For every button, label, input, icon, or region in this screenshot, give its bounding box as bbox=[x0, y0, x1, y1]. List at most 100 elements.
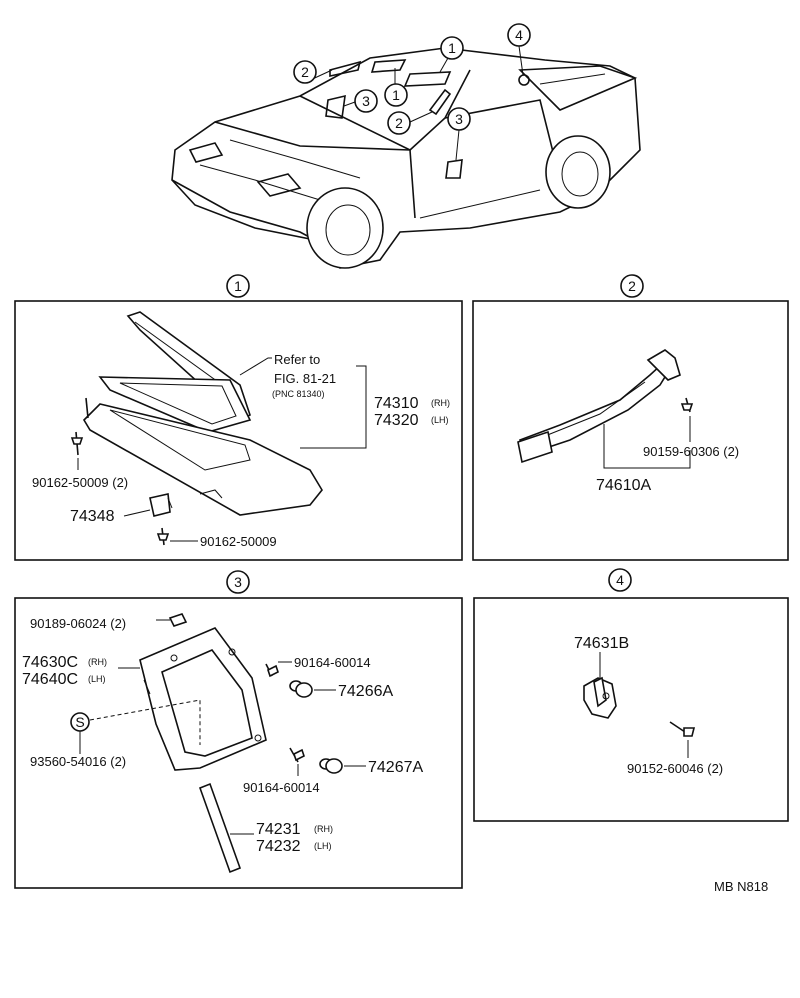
visor-pivot bbox=[85, 397, 89, 419]
rear-spoiler bbox=[539, 73, 606, 85]
panel-4-callout-label: 4 bbox=[616, 572, 624, 588]
leader-4 bbox=[518, 45, 524, 76]
strip-location-2b bbox=[428, 88, 452, 116]
leader-refer bbox=[239, 357, 272, 376]
part-74231-side: (RH) bbox=[314, 824, 333, 834]
visor-mirror-glass bbox=[119, 382, 237, 425]
headlight-right bbox=[256, 173, 302, 197]
sun-visor-drawing bbox=[70, 311, 323, 546]
front-wheel-hub bbox=[325, 204, 371, 256]
part-74610a: 74610A bbox=[596, 477, 651, 494]
screw-90152-head bbox=[683, 727, 696, 737]
hook-drawing bbox=[583, 652, 696, 758]
mirror-location-3b bbox=[445, 159, 463, 179]
rear-wheel-hub bbox=[561, 151, 599, 197]
mirror-bracket-drawing bbox=[89, 613, 366, 874]
part-90152-60046-2: 90152-60046 (2) bbox=[627, 761, 723, 776]
bracket-side bbox=[139, 659, 176, 771]
car-overview bbox=[171, 45, 641, 269]
callout-2-a-label: 2 bbox=[301, 64, 309, 80]
part-90159-60306-2: 90159-60306 (2) bbox=[643, 444, 739, 459]
panel-2-callout bbox=[620, 274, 644, 298]
callout-2-a bbox=[293, 60, 317, 84]
part-74232: 74232 bbox=[256, 838, 301, 855]
panel-3-frame bbox=[14, 597, 463, 889]
panel-2-frame bbox=[472, 300, 789, 561]
part-74320-side: (LH) bbox=[431, 415, 449, 425]
strip-location-2a bbox=[329, 60, 362, 77]
hood-line bbox=[214, 121, 411, 151]
part-93560-54016-2: 93560-54016 (2) bbox=[30, 754, 126, 769]
bracket-opening bbox=[161, 649, 253, 757]
part-90162-50009: 90162-50009 bbox=[200, 534, 277, 549]
leader-2b bbox=[409, 111, 433, 123]
part-74267a: 74267A bbox=[368, 759, 423, 776]
callout-3-b-label: 3 bbox=[455, 111, 463, 127]
screw-90164b-head bbox=[293, 748, 305, 762]
panel-2-callout-label: 2 bbox=[628, 278, 636, 294]
headlight-left bbox=[188, 142, 224, 163]
panel-4-callout bbox=[608, 568, 632, 592]
leader-1a bbox=[439, 57, 449, 73]
clip-90189 bbox=[168, 613, 188, 627]
refer-text-1: Refer to bbox=[274, 352, 320, 367]
panel-1-frame bbox=[14, 300, 463, 561]
visor-clip-74348 bbox=[149, 493, 171, 517]
panel-1-callout-label: 1 bbox=[234, 278, 242, 294]
refer-text-2: FIG. 81-21 bbox=[274, 371, 336, 386]
screw-90164a-head bbox=[267, 664, 279, 678]
hook-front bbox=[593, 676, 607, 708]
screw-a-head bbox=[70, 437, 84, 445]
leader-74348 bbox=[123, 509, 151, 517]
panel-1-callout bbox=[226, 274, 250, 298]
hook-location-4 bbox=[518, 74, 530, 86]
cap-74266a bbox=[295, 682, 313, 698]
part-74640c: 74640C bbox=[22, 671, 78, 688]
screw-90159-head bbox=[680, 403, 694, 411]
panel-3-callout bbox=[226, 570, 250, 594]
figure-code: MB N818 bbox=[714, 879, 768, 894]
leader-3a bbox=[343, 101, 356, 107]
cap-74267a bbox=[325, 758, 343, 774]
a-pillar bbox=[409, 149, 416, 219]
visor-body bbox=[82, 403, 323, 516]
panel-1-leaders bbox=[77, 357, 367, 542]
visor-location-1a bbox=[370, 59, 407, 73]
bracket-hole-1 bbox=[170, 654, 178, 662]
part-74640c-side: (LH) bbox=[88, 674, 106, 684]
part-90189-06024-2: 90189-06024 (2) bbox=[30, 616, 126, 631]
part-90164-60014-b: 90164-60014 bbox=[243, 780, 320, 795]
part-74310: 74310 bbox=[374, 395, 419, 412]
rear-wheel bbox=[545, 135, 611, 209]
leader-74310 bbox=[300, 365, 367, 449]
part-74310-side: (RH) bbox=[431, 398, 450, 408]
hood-stripe-2 bbox=[229, 139, 361, 179]
part-74320: 74320 bbox=[374, 412, 419, 429]
car-callouts: 2 1 1 3 2 3 4 bbox=[293, 23, 531, 135]
part-74630c: 74630C bbox=[22, 654, 78, 671]
weatherstrip-ridge bbox=[539, 381, 646, 439]
plate-74231 bbox=[198, 782, 242, 874]
bracket-hole-2 bbox=[228, 648, 236, 656]
callout-1-b bbox=[384, 83, 408, 107]
part-74231: 74231 bbox=[256, 821, 301, 838]
callout-2-b bbox=[387, 111, 411, 135]
weatherstrip-drawing bbox=[517, 349, 694, 469]
mirror-location-3a bbox=[325, 94, 346, 119]
part-90164-60014-a: 90164-60014 bbox=[294, 655, 371, 670]
s-marker: S bbox=[75, 714, 84, 730]
refer-text-3: (PNC 81340) bbox=[272, 389, 325, 399]
part-90162-50009-2: 90162-50009 (2) bbox=[32, 475, 128, 490]
part-74631b: 74631B bbox=[574, 635, 629, 652]
bracket-hole-3 bbox=[254, 734, 262, 742]
weatherstrip-tab bbox=[646, 349, 681, 381]
screw-b-head bbox=[156, 533, 170, 541]
visor-location-1b bbox=[403, 71, 452, 87]
part-74348: 74348 bbox=[70, 508, 115, 525]
callout-3-b bbox=[447, 107, 471, 131]
callout-1-a-label: 1 bbox=[448, 40, 456, 56]
visor-clip-detail bbox=[167, 497, 173, 509]
callout-1-a bbox=[440, 36, 464, 60]
front-wheel bbox=[306, 187, 384, 269]
